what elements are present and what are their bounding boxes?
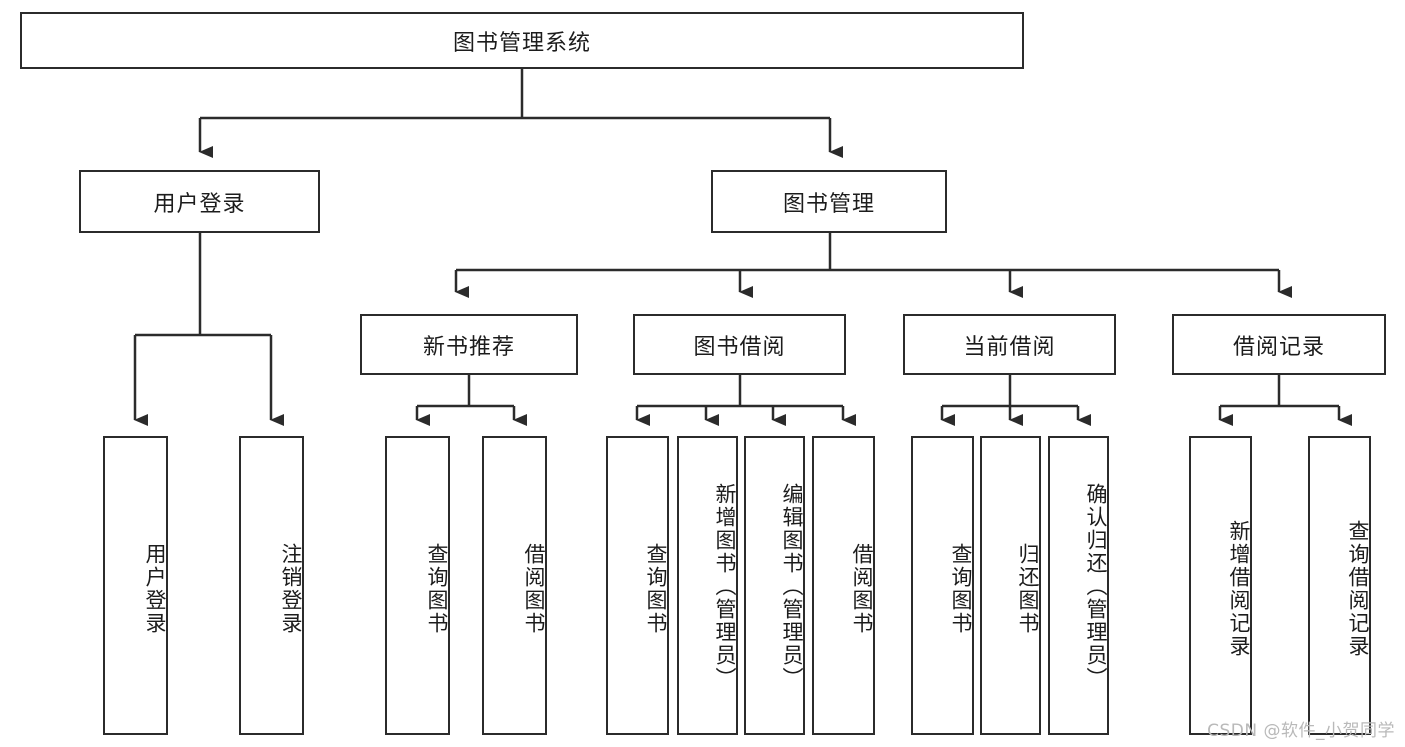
node-label: 图书借阅 [693, 334, 786, 360]
node-label: 图书管理 [782, 191, 875, 217]
leaf-add-book-admin[interactable]: 新增图书（管理员） [677, 436, 738, 735]
node-book-management[interactable]: 图书管理 [711, 170, 947, 233]
node-label: 注销登录 [279, 542, 303, 635]
leaf-logout[interactable]: 注销登录 [239, 436, 304, 735]
node-borrow-records[interactable]: 借阅记录 [1172, 314, 1386, 375]
node-label: 用户登录 [153, 191, 246, 217]
node-user-login[interactable]: 用户登录 [79, 170, 320, 233]
node-label: 借阅图书 [850, 542, 874, 635]
leaf-query-borrow-record[interactable]: 查询借阅记录 [1308, 436, 1371, 735]
node-label: 当前借阅 [963, 334, 1056, 360]
leaf-query-book-recommend[interactable]: 查询图书 [385, 436, 450, 735]
node-label: 查询图书 [949, 542, 973, 635]
node-label: 编辑图书（管理员） [780, 483, 804, 690]
node-book-borrowing[interactable]: 图书借阅 [633, 314, 846, 375]
node-label: 新增图书（管理员） [713, 483, 737, 690]
node-label: 确认归还（管理员） [1084, 483, 1108, 690]
node-label: 用户登录 [143, 542, 167, 635]
leaf-query-book-current[interactable]: 查询图书 [911, 436, 974, 735]
node-label: 归还图书 [1016, 542, 1040, 635]
leaf-confirm-return-admin[interactable]: 确认归还（管理员） [1048, 436, 1109, 735]
node-label: 借阅记录 [1232, 334, 1325, 360]
node-label: 查询借阅记录 [1346, 519, 1370, 658]
csdn-watermark: CSDN @软件_小贺同学 [1207, 721, 1395, 741]
node-label: 图书管理系统 [452, 30, 591, 56]
leaf-add-borrow-record[interactable]: 新增借阅记录 [1189, 436, 1252, 735]
leaf-borrow-book-recommend[interactable]: 借阅图书 [482, 436, 547, 735]
node-new-book-recommendation[interactable]: 新书推荐 [360, 314, 578, 375]
node-current-borrowing[interactable]: 当前借阅 [903, 314, 1116, 375]
node-label: 借阅图书 [522, 542, 546, 635]
node-label: 新书推荐 [422, 334, 515, 360]
node-label: 查询图书 [425, 542, 449, 635]
node-root-book-management-system[interactable]: 图书管理系统 [20, 12, 1024, 69]
leaf-user-login[interactable]: 用户登录 [103, 436, 168, 735]
leaf-borrow-book[interactable]: 借阅图书 [812, 436, 875, 735]
leaf-return-book[interactable]: 归还图书 [980, 436, 1041, 735]
node-label: 新增借阅记录 [1227, 519, 1251, 658]
node-label: 查询图书 [644, 542, 668, 635]
leaf-query-book-borrow[interactable]: 查询图书 [606, 436, 669, 735]
leaf-edit-book-admin[interactable]: 编辑图书（管理员） [744, 436, 805, 735]
